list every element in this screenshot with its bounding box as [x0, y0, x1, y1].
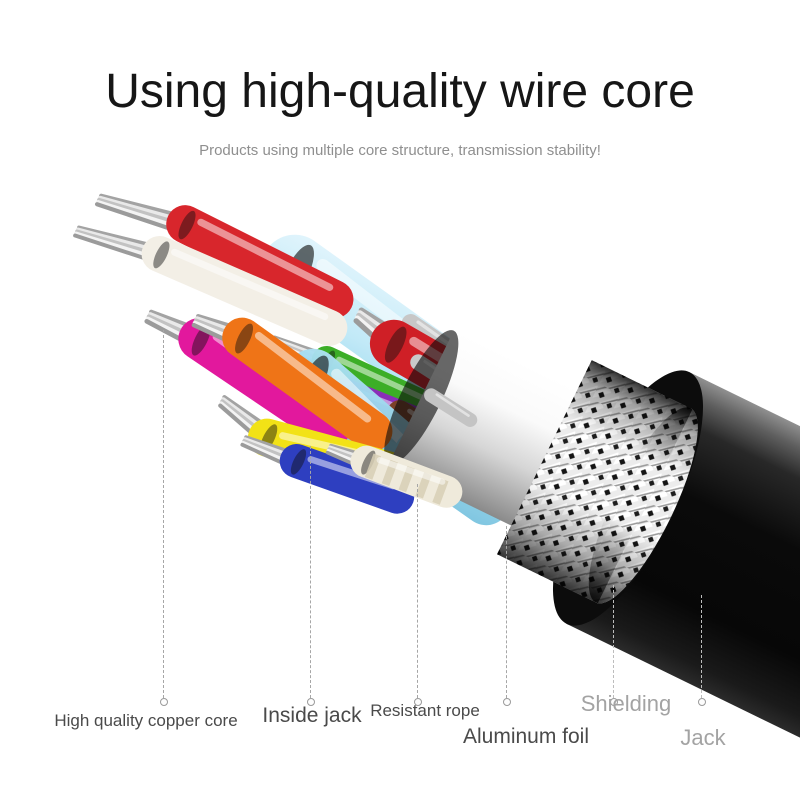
leader-dot	[610, 698, 618, 706]
leader-line-copper-core	[160, 330, 168, 706]
leader-line-inside-jack	[307, 446, 315, 706]
leader-line-resistant-rope	[414, 484, 422, 706]
wire-red	[94, 193, 354, 319]
wire-orange	[191, 314, 393, 452]
leader-dot	[160, 698, 168, 706]
front-wire-layer	[325, 388, 478, 508]
wire-white	[73, 225, 348, 346]
resistant-rope	[325, 443, 463, 508]
leader-line-jack	[698, 595, 706, 706]
leader-dot	[307, 698, 315, 706]
leader-line-shielding	[610, 585, 618, 706]
label-copper-core: High quality copper core	[54, 711, 238, 730]
label-shielding: Shielding	[580, 691, 672, 716]
leader-line-aluminum-foil	[503, 526, 511, 706]
shielding-braid	[497, 360, 698, 604]
leader-dot	[414, 698, 422, 706]
label-inside-jack: Inside jack	[262, 704, 362, 727]
page-title: Using high-quality wire core	[105, 65, 695, 118]
label-resistant-rope: Resistant rope	[370, 701, 480, 720]
leader-dot	[698, 698, 706, 706]
label-aluminum-foil: Aluminum foil	[462, 725, 590, 748]
leader-dot	[503, 698, 511, 706]
wire-silver-c	[424, 388, 478, 427]
wire-blue	[240, 435, 415, 514]
label-jack: Jack	[680, 725, 726, 750]
page-subtitle: Products using multiple core structure, …	[199, 142, 601, 159]
